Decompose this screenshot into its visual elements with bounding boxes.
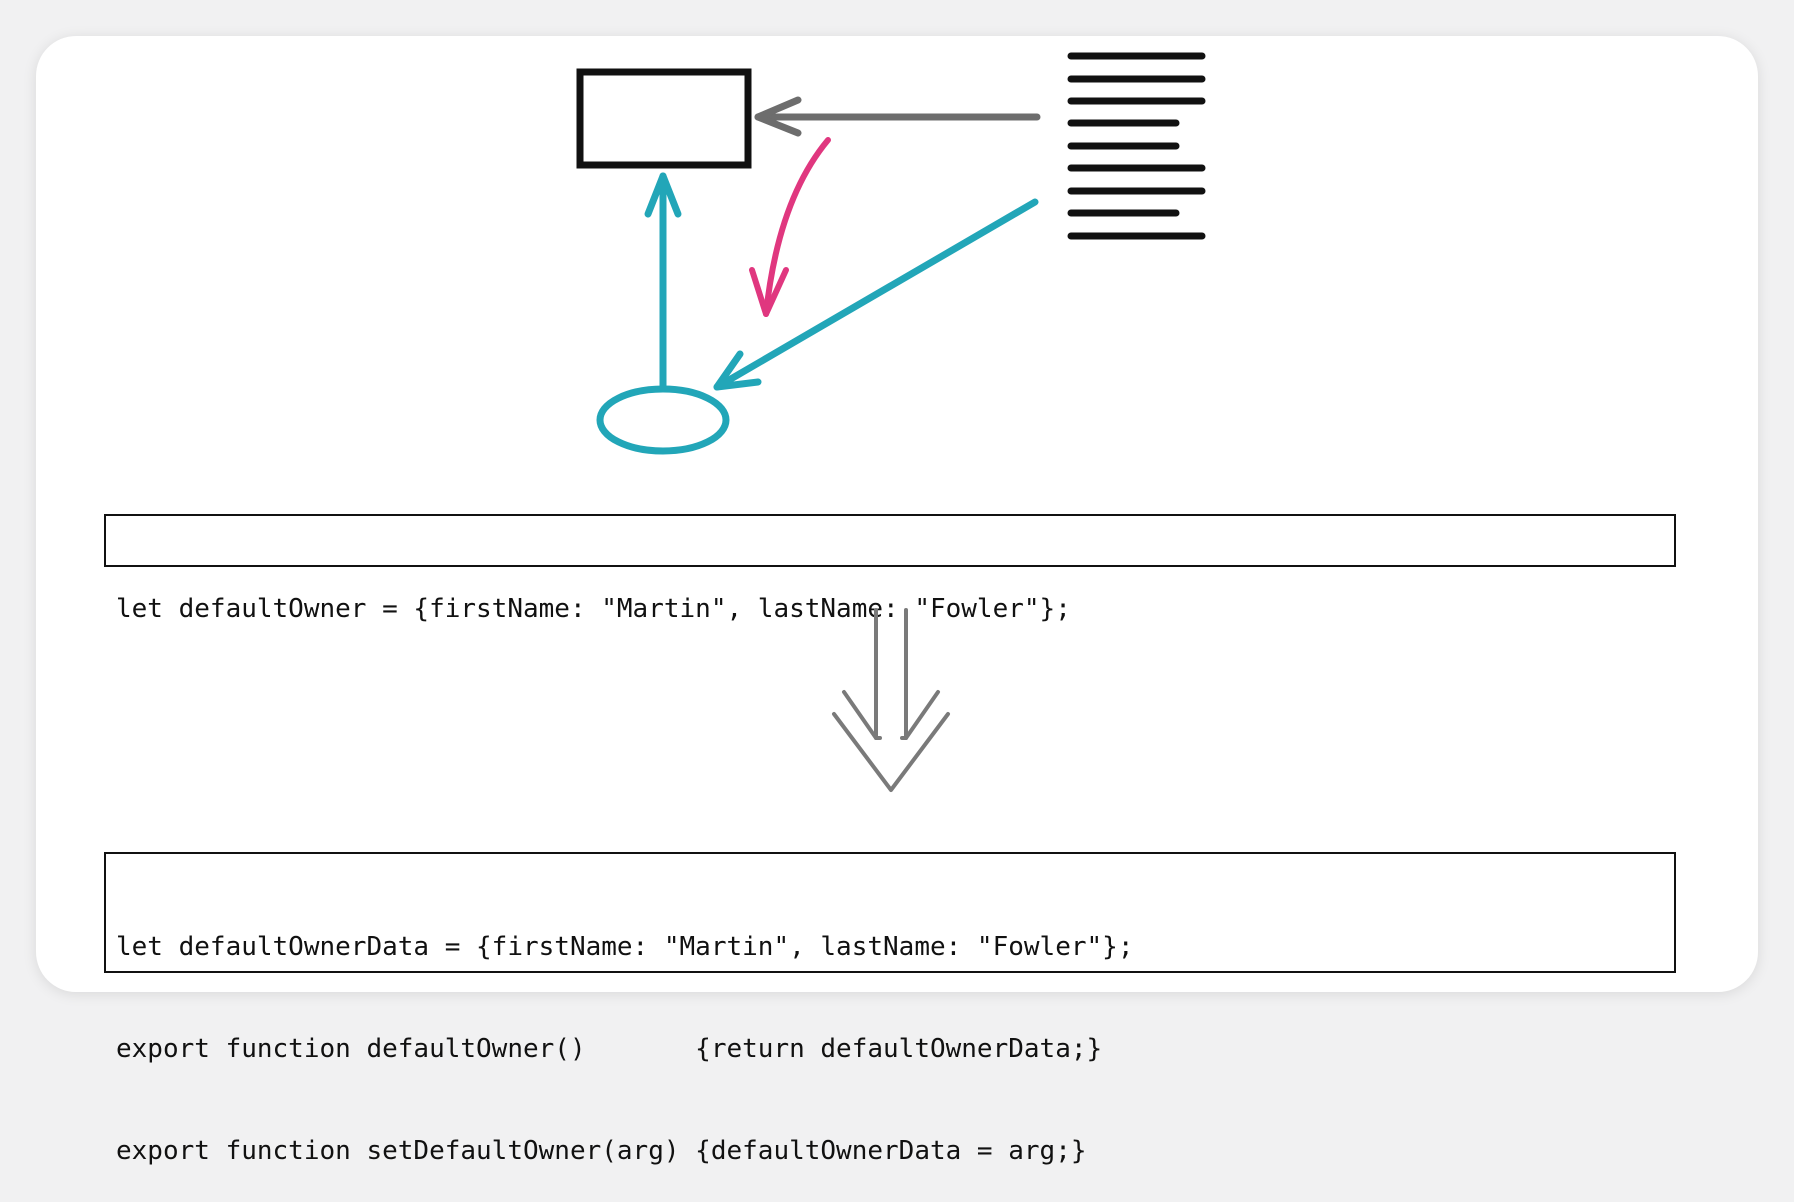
code-to-function-arrow <box>713 198 1039 391</box>
record-box-icon <box>576 68 752 169</box>
redirect-arrow <box>749 137 831 317</box>
encapsulate-oval-icon <box>596 385 730 455</box>
refactoring-diagram <box>576 52 1206 455</box>
encapsulated-access-arrow <box>644 172 682 392</box>
code-line: let defaultOwnerData = {firstName: "Mart… <box>116 932 1134 962</box>
code-line: export function setDefaultOwner(arg) {de… <box>116 1136 1087 1166</box>
code-lines-icon <box>1067 52 1206 240</box>
code-line: export function defaultOwner() {return d… <box>116 1034 1103 1064</box>
code-before: let defaultOwner = {firstName: "Martin",… <box>104 514 1676 624</box>
code-after: let defaultOwnerData = {firstName: "Mart… <box>104 852 1676 1166</box>
direct-access-arrow <box>754 96 1041 137</box>
transform-arrow-icon <box>832 608 950 792</box>
